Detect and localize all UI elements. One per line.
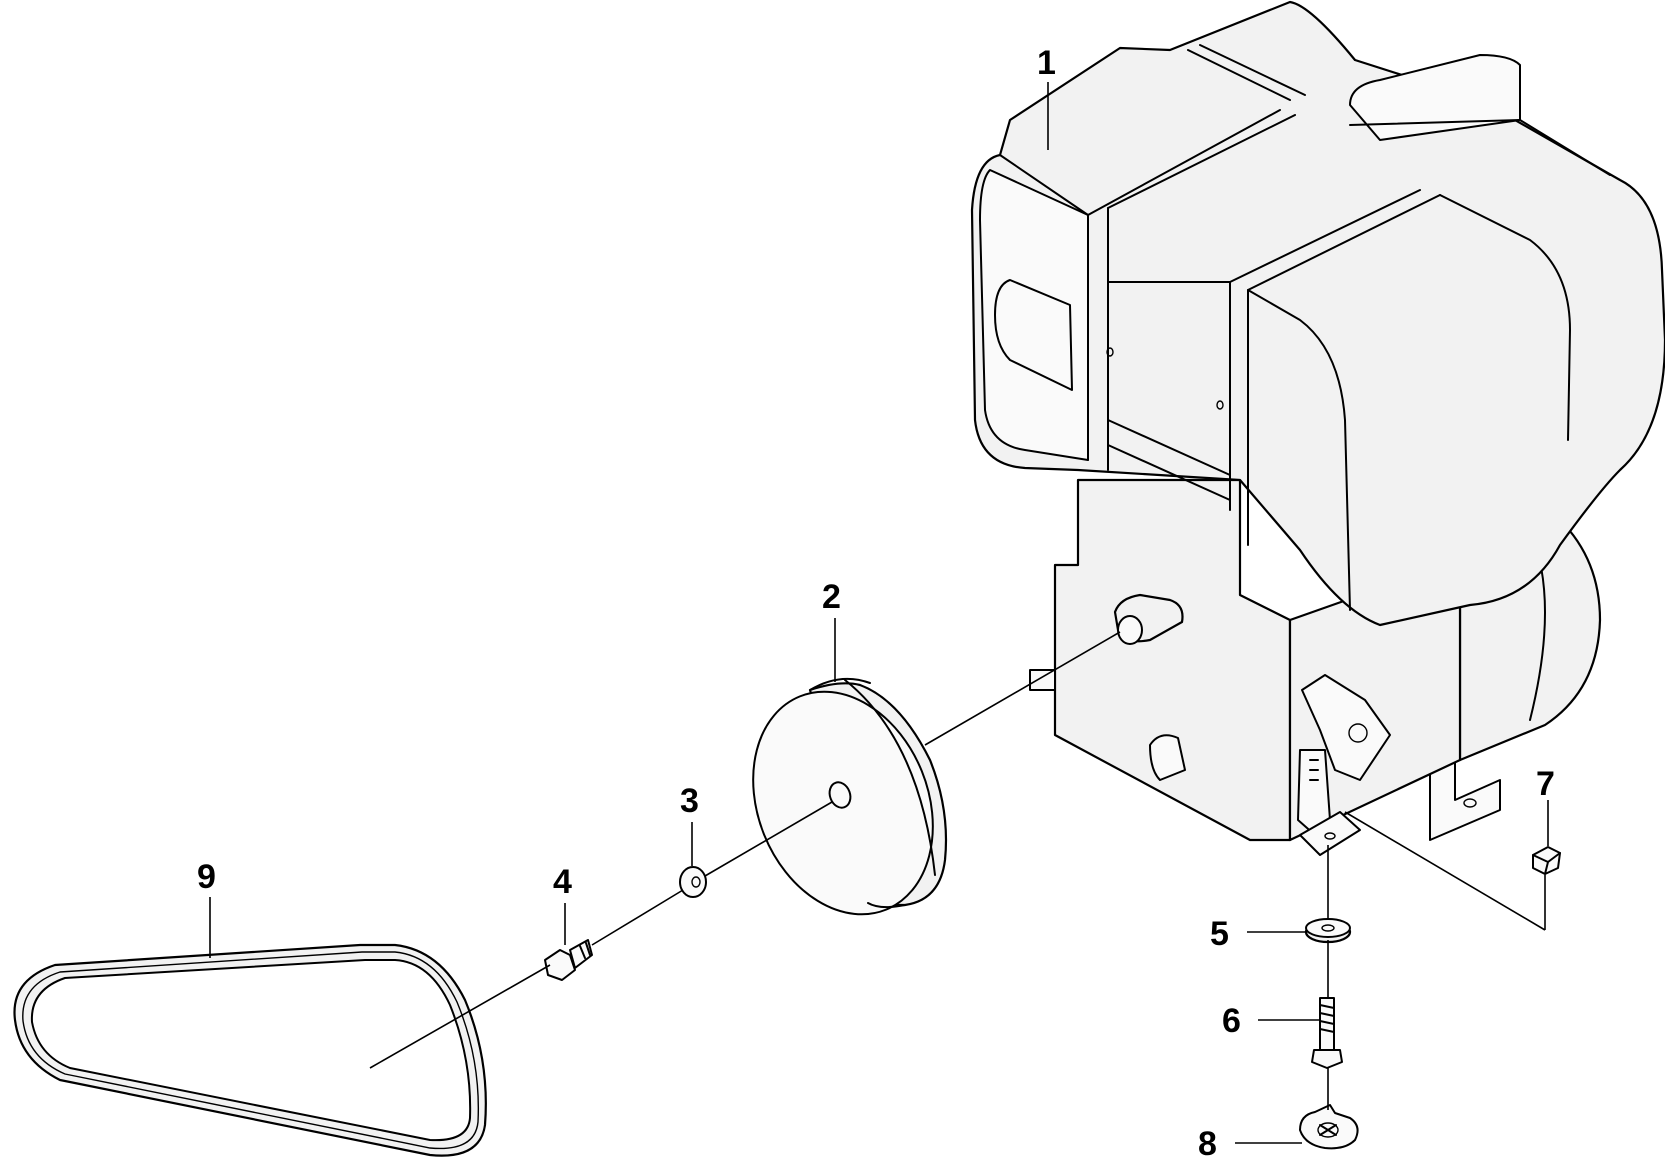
callout-1: 1 xyxy=(1037,44,1056,82)
bracket-8[interactable] xyxy=(1299,1104,1359,1150)
callout-5: 5 xyxy=(1210,915,1229,953)
callout-labels: 1 2 3 4 5 6 7 8 9 xyxy=(197,44,1555,1163)
washer-5[interactable] xyxy=(1304,918,1352,944)
callout-3: 3 xyxy=(680,782,699,820)
bolt-6[interactable] xyxy=(1311,997,1343,1069)
bolt-4[interactable] xyxy=(544,939,593,981)
callout-9: 9 xyxy=(197,858,216,896)
nut-7[interactable] xyxy=(1532,846,1561,875)
washer-3[interactable] xyxy=(679,866,707,898)
callout-6: 6 xyxy=(1222,1002,1241,1040)
v-belt[interactable] xyxy=(13,943,487,1157)
callout-8: 8 xyxy=(1198,1125,1217,1163)
callout-7: 7 xyxy=(1536,765,1555,803)
callout-2: 2 xyxy=(822,578,841,616)
callout-leaders xyxy=(209,82,1549,1144)
pulley[interactable] xyxy=(721,665,965,942)
engine-assembly[interactable] xyxy=(970,0,1665,856)
assembly-axis-lines xyxy=(369,631,1546,1110)
callout-4: 4 xyxy=(553,863,572,901)
